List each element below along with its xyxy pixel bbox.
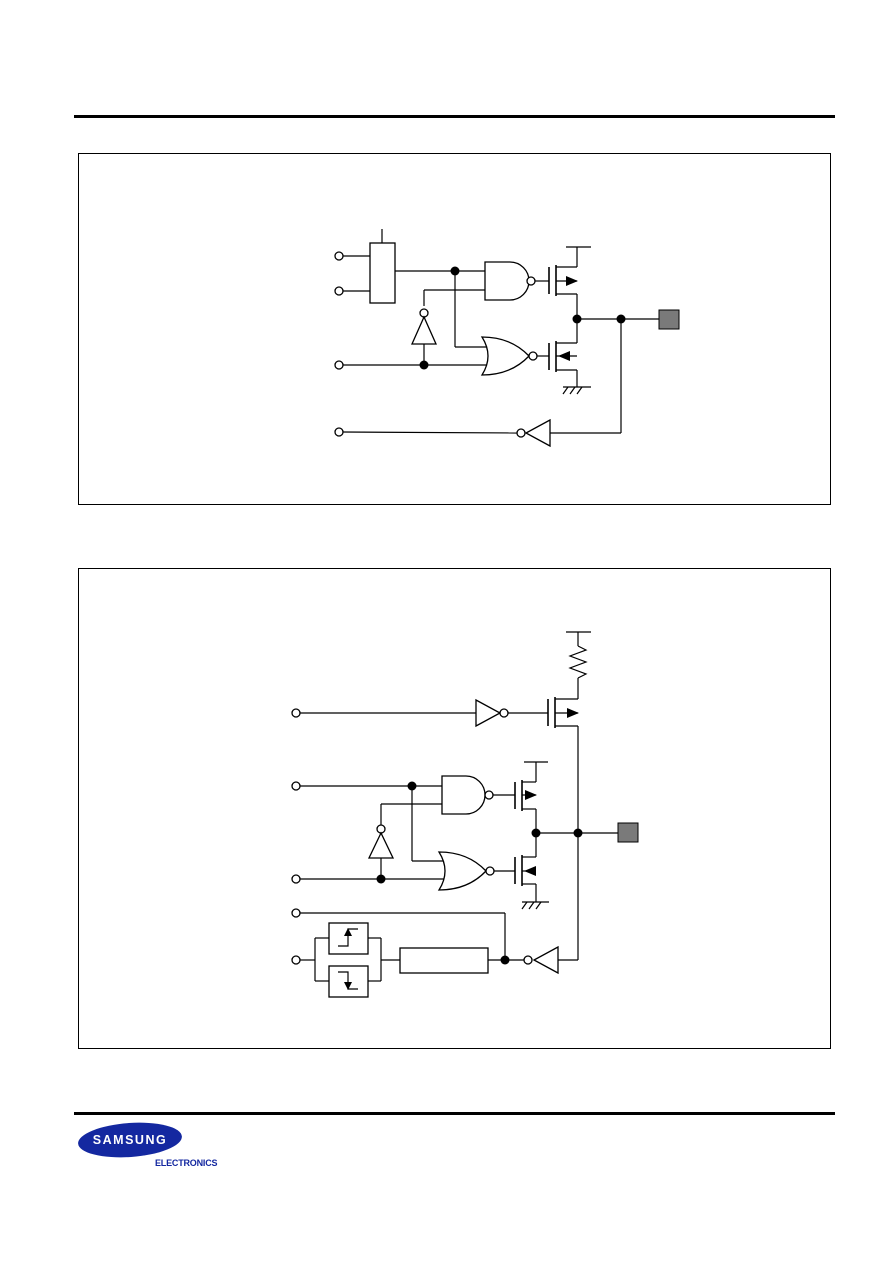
inverter-2 <box>367 831 395 859</box>
inverter-bubble-3 <box>528 351 538 361</box>
nand-gate <box>441 775 486 815</box>
input-terminal-5 <box>291 955 301 965</box>
footer-rule <box>74 1112 835 1115</box>
inverter <box>410 315 438 345</box>
input-buffer <box>524 418 551 448</box>
input-terminal-4 <box>334 427 344 437</box>
circuit-diagram-1 <box>78 153 831 505</box>
circuit-diagram-2-svg <box>291 631 639 998</box>
input-terminal-3 <box>291 874 301 884</box>
io-pad <box>617 822 639 843</box>
inverter <box>475 698 502 728</box>
inverter-bubble-2 <box>484 790 494 800</box>
input-terminal-3 <box>334 360 344 370</box>
io-pad <box>658 309 680 330</box>
mux-block <box>369 242 396 304</box>
input-terminal-1 <box>291 708 301 718</box>
circuit-diagram-2 <box>78 568 831 1049</box>
input-terminal-1 <box>334 251 344 261</box>
logo-subtitle: ELECTRONICS <box>155 1158 218 1168</box>
junction-dot <box>573 828 583 838</box>
nand-gate <box>484 261 530 301</box>
inverter-bubble <box>526 276 536 286</box>
samsung-logo: SAMSUNG <box>76 1119 184 1161</box>
header-rule <box>74 115 835 118</box>
input-terminal-4 <box>291 908 301 918</box>
junction-dot <box>419 360 429 370</box>
logo-text: SAMSUNG <box>92 1133 168 1147</box>
inverter-bubble <box>499 708 509 718</box>
noise-filter <box>399 947 489 974</box>
junction-dot <box>500 955 510 965</box>
pull-up-resistor <box>568 645 588 679</box>
inverter-bubble-5 <box>523 955 533 965</box>
circuit-diagram-1-svg <box>334 229 680 448</box>
inverter-bubble-4 <box>516 428 526 438</box>
input-terminal-2 <box>334 286 344 296</box>
input-buffer <box>532 945 559 975</box>
inverter-bubble-4 <box>485 866 495 876</box>
nor-gate <box>480 336 530 376</box>
junction-dot <box>376 874 386 884</box>
nor-gate <box>437 851 487 891</box>
input-terminal-2 <box>291 781 301 791</box>
